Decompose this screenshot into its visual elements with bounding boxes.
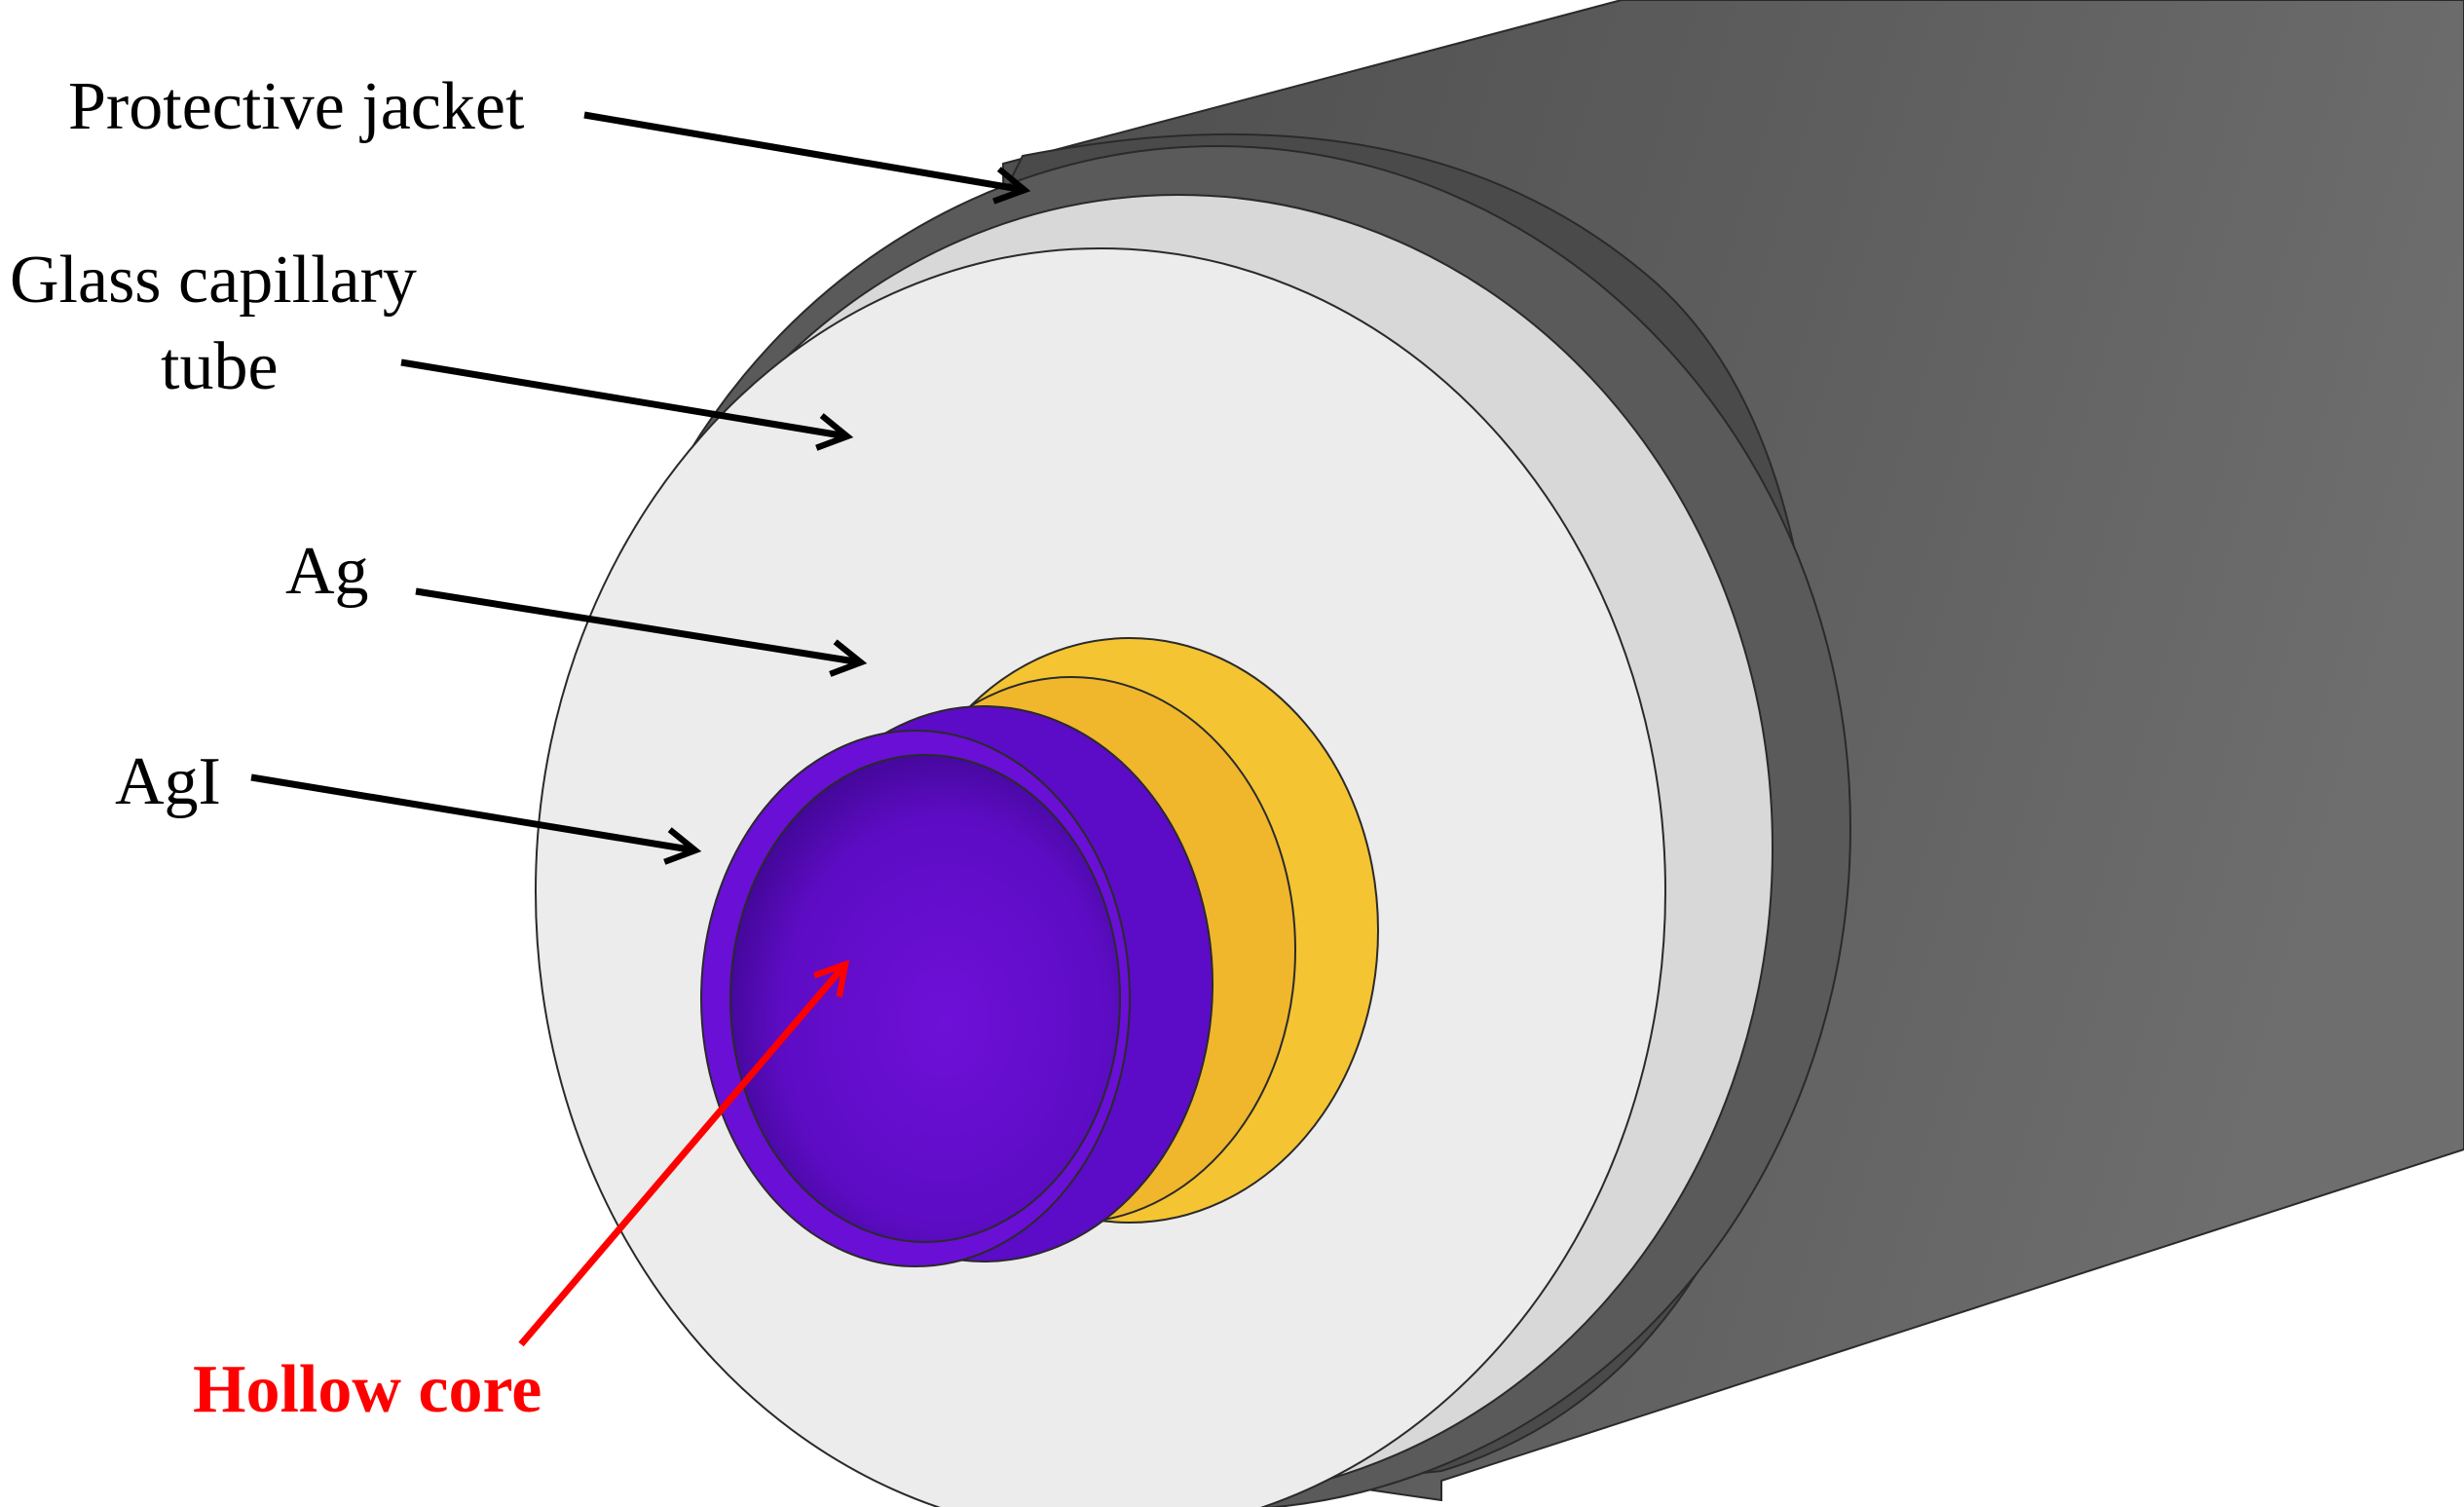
label-glass-capillary-line2: tube <box>161 329 279 404</box>
arrow-ag <box>415 587 868 677</box>
label-agi: AgI <box>115 744 221 819</box>
arrow-agi <box>250 773 702 865</box>
label-protective-jacket: Protective jacket <box>68 69 525 144</box>
hollow-core <box>729 754 1121 1243</box>
label-hollow-core: Hollow core <box>193 1352 542 1427</box>
label-glass-capillary-line1: Glass capillary <box>10 243 417 318</box>
label-ag: Ag <box>285 534 369 609</box>
arrow-protective-jacket <box>583 111 1031 205</box>
arrow-glass-capillary <box>400 358 854 451</box>
arrow-hollow-core <box>518 960 850 1347</box>
